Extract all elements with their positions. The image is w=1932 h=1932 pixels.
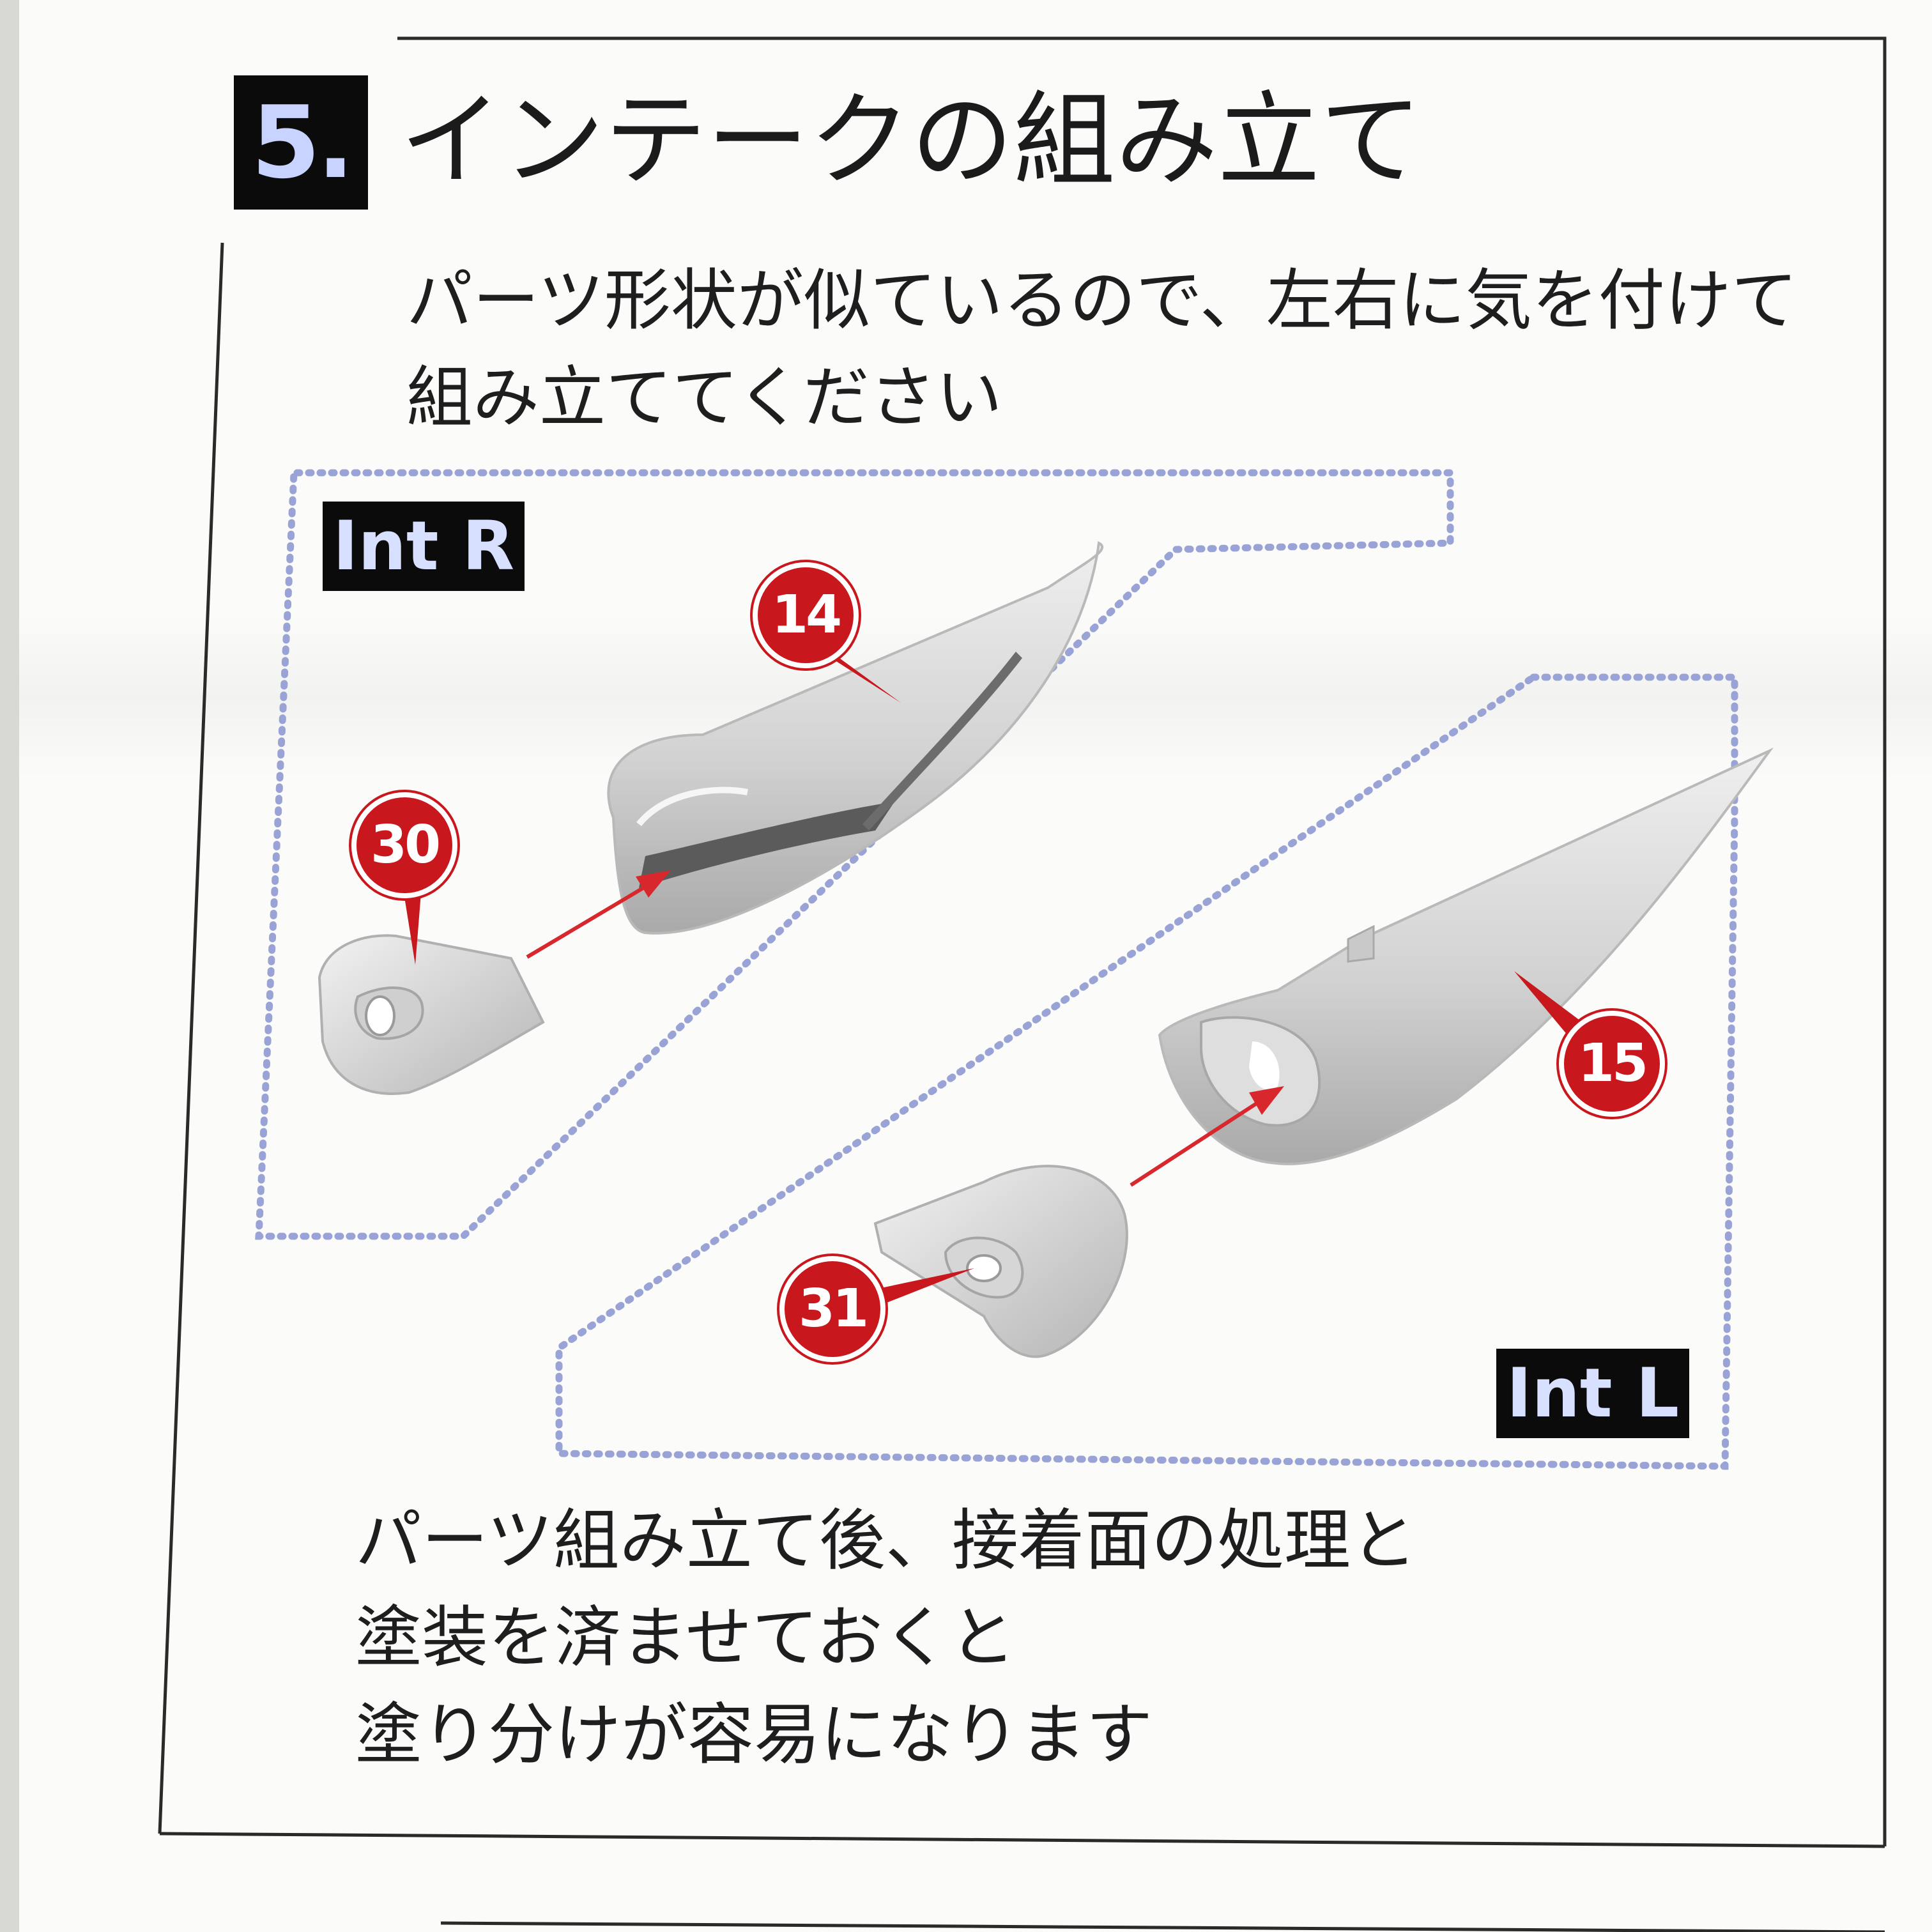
part-number-15: 15 xyxy=(1559,1011,1665,1117)
frame-border xyxy=(397,36,1887,1846)
callout-30-pointer xyxy=(402,885,422,965)
painting-tip-line-2: 塗装を済ませておくと xyxy=(355,1598,1016,1676)
part-14-illustration xyxy=(607,540,1104,935)
caution-note-line-1: パーツ形状が似ているので、左右に気を付けて xyxy=(406,261,1798,339)
int-l-label: Int L xyxy=(1496,1349,1690,1438)
part-number-14: 14 xyxy=(753,562,859,668)
part-number-30: 30 xyxy=(351,792,457,898)
int-r-label: Int R xyxy=(323,502,525,591)
step-title: インテークの組み立て xyxy=(400,80,1423,200)
part-number-31: 31 xyxy=(779,1256,885,1362)
frame-bottom-border xyxy=(159,1832,1885,1848)
part-30-illustration xyxy=(318,934,545,1095)
int-l-region-outline xyxy=(555,673,1738,1470)
part-15-illustration xyxy=(1158,747,1774,1165)
callout-31-pointer xyxy=(869,1268,974,1310)
step-number-badge: 5. xyxy=(234,75,368,210)
assembly-arrow-30-to-14 xyxy=(526,870,671,959)
int-r-region-outline xyxy=(255,469,1454,1240)
frame-left-border xyxy=(158,242,224,1834)
painting-tip-note: パーツ組み立て後、接着面の処理と 塗装を済ませておくと 塗り分けが容易になります xyxy=(355,1492,1417,1783)
caution-note: パーツ形状が似ているので、左右に気を付けて 組み立ててください xyxy=(406,252,1798,446)
next-section-rule xyxy=(440,1921,1885,1932)
caution-note-line-2: 組み立ててください xyxy=(406,358,1002,436)
painting-tip-line-3: 塗り分けが容易になります xyxy=(355,1696,1153,1774)
part-31-illustration xyxy=(873,1165,1128,1358)
assembly-arrow-31-to-15 xyxy=(1130,1086,1284,1187)
painting-tip-line-1: パーツ組み立て後、接着面の処理と xyxy=(355,1501,1417,1579)
